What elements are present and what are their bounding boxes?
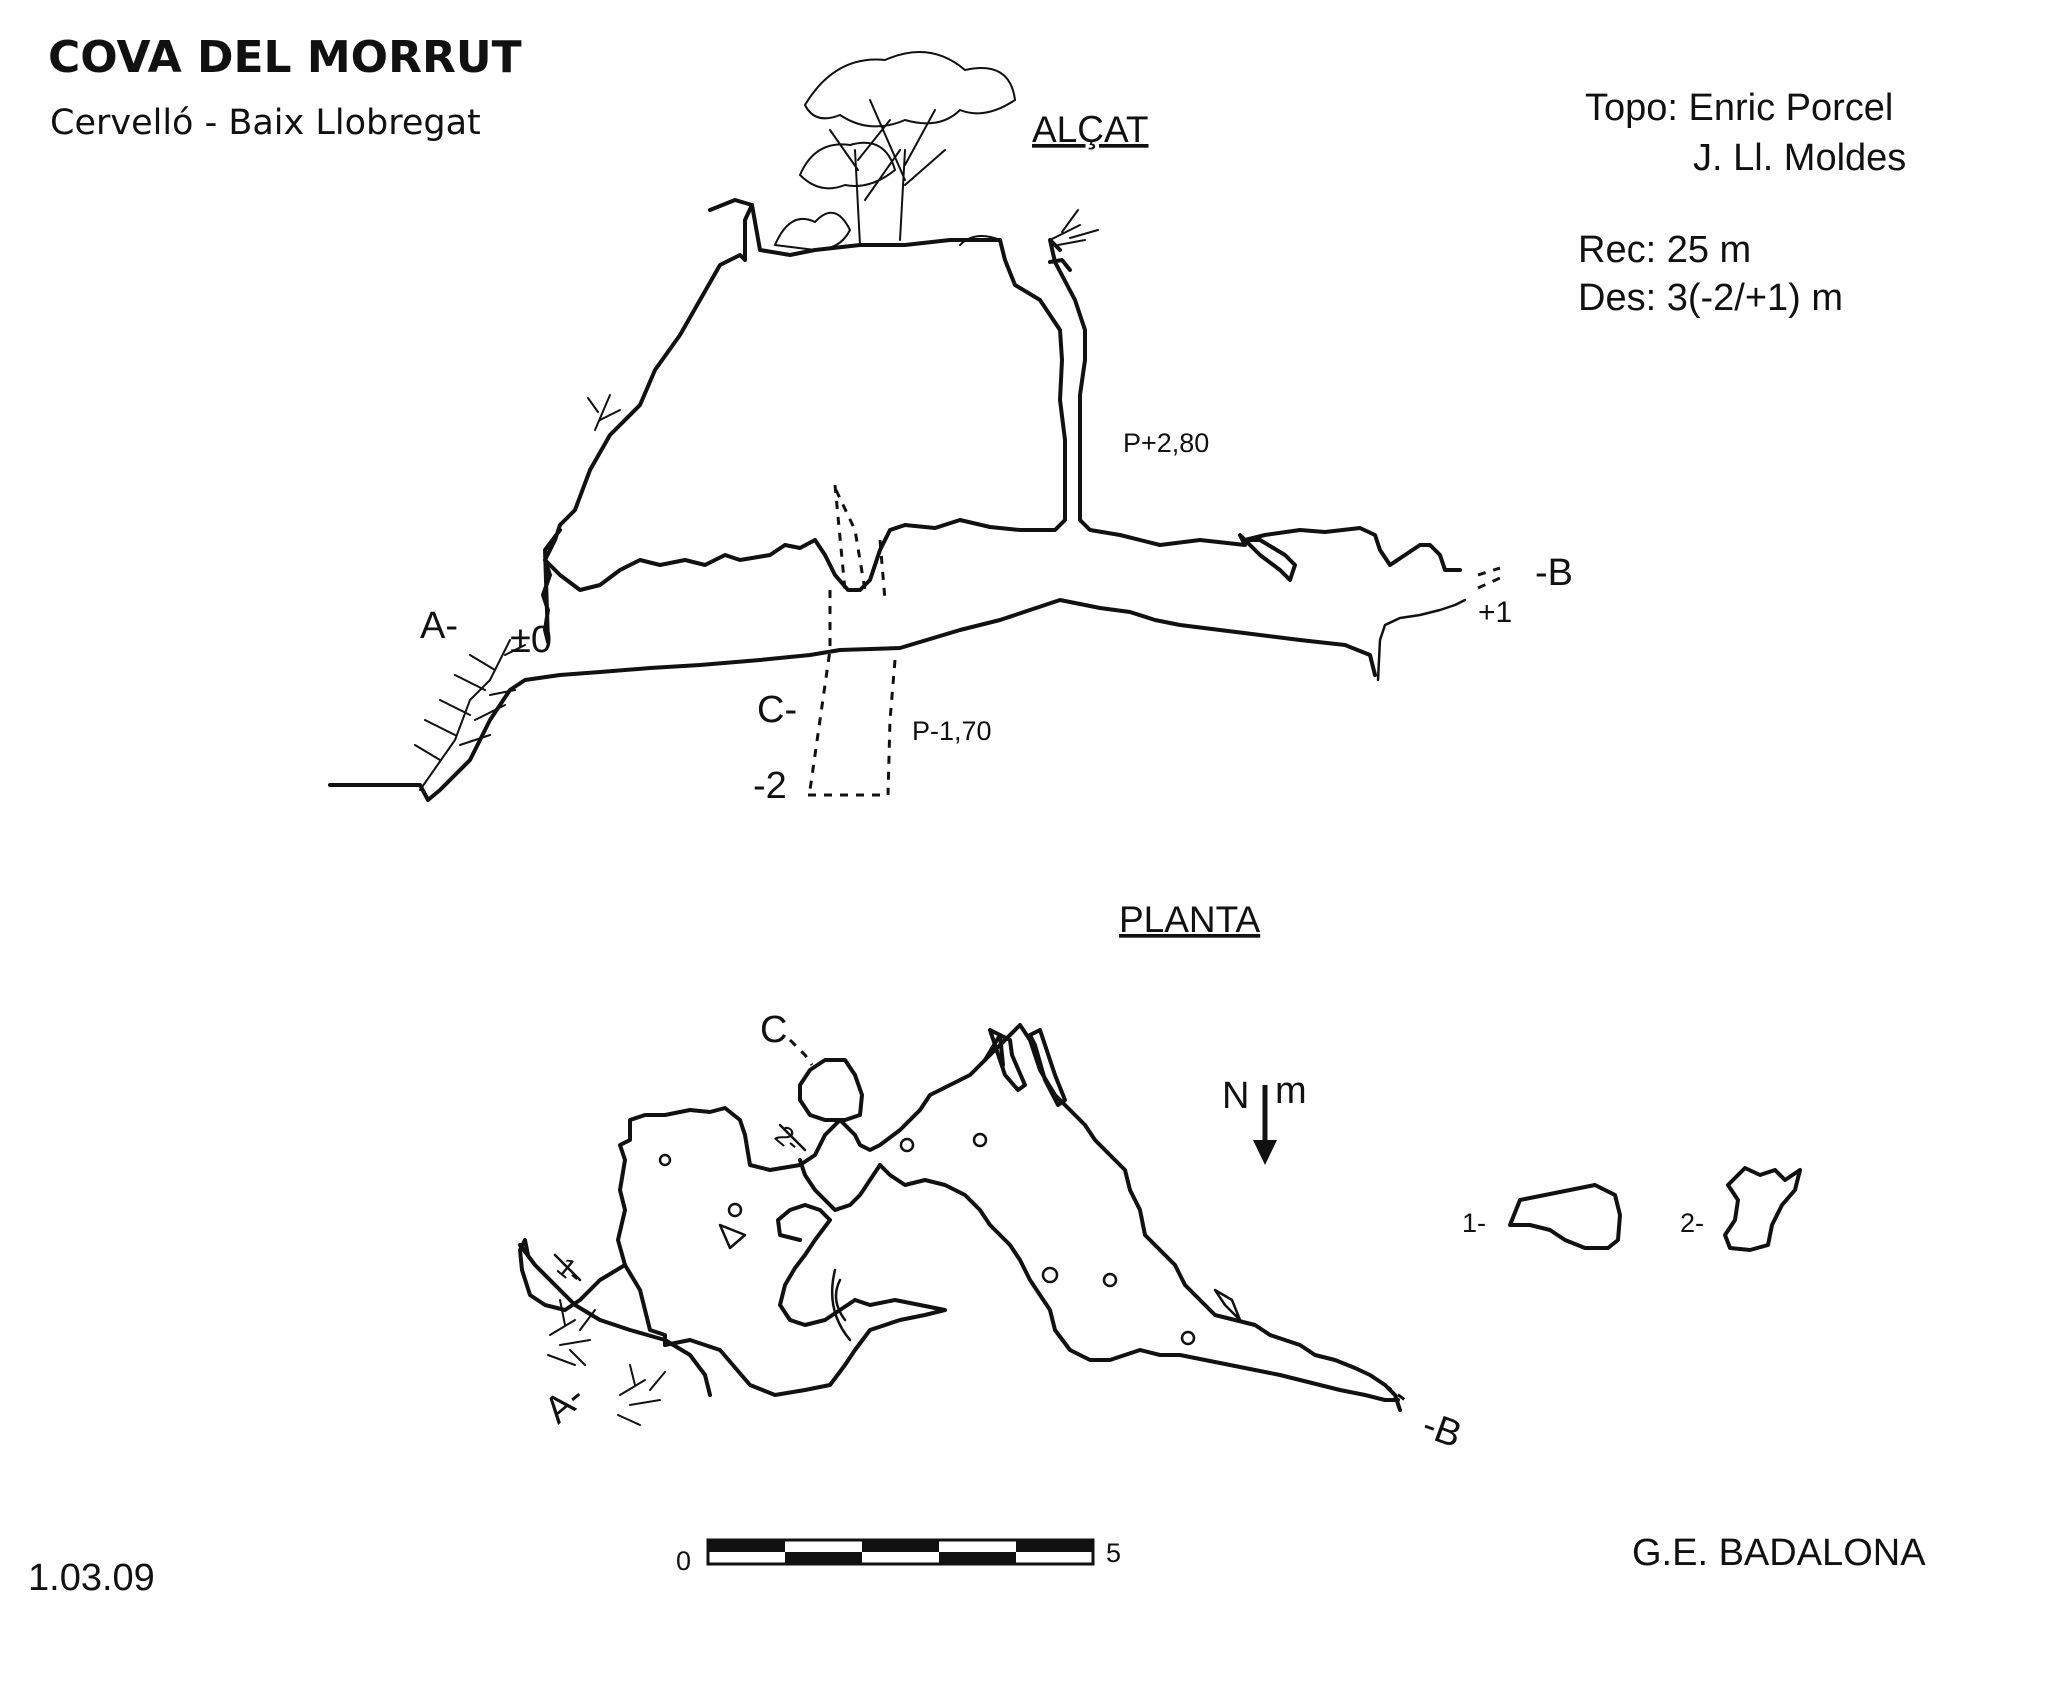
elevation-label-b: -B — [1535, 552, 1573, 594]
plan-block — [972, 1132, 988, 1148]
scale-end-label: 5 — [1106, 1538, 1121, 1568]
cross-section-2-label: 2- — [1680, 1208, 1704, 1238]
elevation-label-zero: ±0 — [510, 619, 552, 661]
topo-credit-line2: J. Ll. Moldes — [1693, 137, 1906, 179]
plan-shaft-c — [798, 1058, 864, 1122]
plan-label-a: A- — [537, 1375, 593, 1432]
plan-block — [718, 1223, 747, 1250]
elevation-east-wall — [1376, 598, 1467, 682]
plan-passage — [988, 1028, 1027, 1092]
elevation-label-plus1: +1 — [1478, 596, 1512, 629]
survey-group: G.E. BADALONA — [1632, 1532, 1926, 1574]
shaft-up-dashed — [833, 484, 847, 591]
pit-down-label: P-1,70 — [912, 716, 992, 746]
plan-block — [1041, 1266, 1059, 1284]
shrub-icon — [587, 394, 621, 431]
plan-block — [1180, 1330, 1196, 1346]
plan-passage — [1028, 1028, 1067, 1107]
plan-step — [830, 1268, 852, 1342]
elevation-label-c: C- — [757, 689, 797, 731]
plan-section-mark-2 — [778, 1123, 807, 1152]
cross-section-1-label: 1- — [1462, 1208, 1486, 1238]
plan-block — [899, 1137, 915, 1153]
depth-range: Des: 3(-2/+1) m — [1578, 277, 1843, 319]
plan-block — [658, 1153, 672, 1167]
plan-continuation — [1384, 1383, 1406, 1402]
north-label: N — [1222, 1075, 1249, 1117]
plan-block — [727, 1202, 743, 1218]
elevation-section: A- ±0 -B +1 C- -2 P+2,80 P-1,70 — [328, 51, 1573, 807]
plan-block — [1102, 1272, 1118, 1288]
elevation-label-minus2: -2 — [753, 765, 787, 807]
elevation-heading: ALÇAT — [1032, 109, 1149, 150]
scale-start-label: 0 — [676, 1546, 691, 1576]
pit-down-left-wall — [808, 590, 832, 791]
plan-mark-2: 2- — [769, 1120, 807, 1158]
route-length: Rec: 25 m — [1578, 229, 1751, 271]
plan-label-b: -B — [1417, 1404, 1467, 1456]
topo-credit-line1: Topo: Enric Porcel — [1585, 87, 1893, 129]
plan-heading: PLANTA — [1119, 899, 1261, 940]
plan-section: 1- 2- A- -B C N m 1- 2- — [518, 1009, 1802, 1456]
plan-block — [1213, 1288, 1242, 1322]
plan-section-mark-1 — [553, 1253, 582, 1282]
scale-bar — [706, 1538, 1095, 1566]
shrub-icon — [1049, 209, 1099, 246]
north-arrow-icon — [1253, 1085, 1277, 1165]
cave-title: COVA DEL MORRUT — [48, 32, 522, 83]
survey-date: 1.03.09 — [28, 1557, 155, 1599]
north-label-m: m — [1275, 1070, 1307, 1112]
elevation-continuation — [1477, 566, 1501, 590]
pit-up-label: P+2,80 — [1123, 428, 1209, 458]
tree-vegetation-icon — [773, 51, 1017, 252]
cross-section-1 — [1508, 1183, 1622, 1250]
plan-label-c: C — [760, 1009, 787, 1051]
pit-down-right-wall — [886, 659, 897, 796]
plan-shaft-c-pointer — [788, 1038, 814, 1066]
cave-location: Cervelló - Baix Llobregat — [50, 103, 481, 143]
cross-section-2 — [1723, 1166, 1802, 1252]
elevation-label-a: A- — [420, 605, 458, 647]
plan-bush-icon — [547, 1299, 666, 1426]
entrance-bush-icon — [414, 639, 526, 791]
